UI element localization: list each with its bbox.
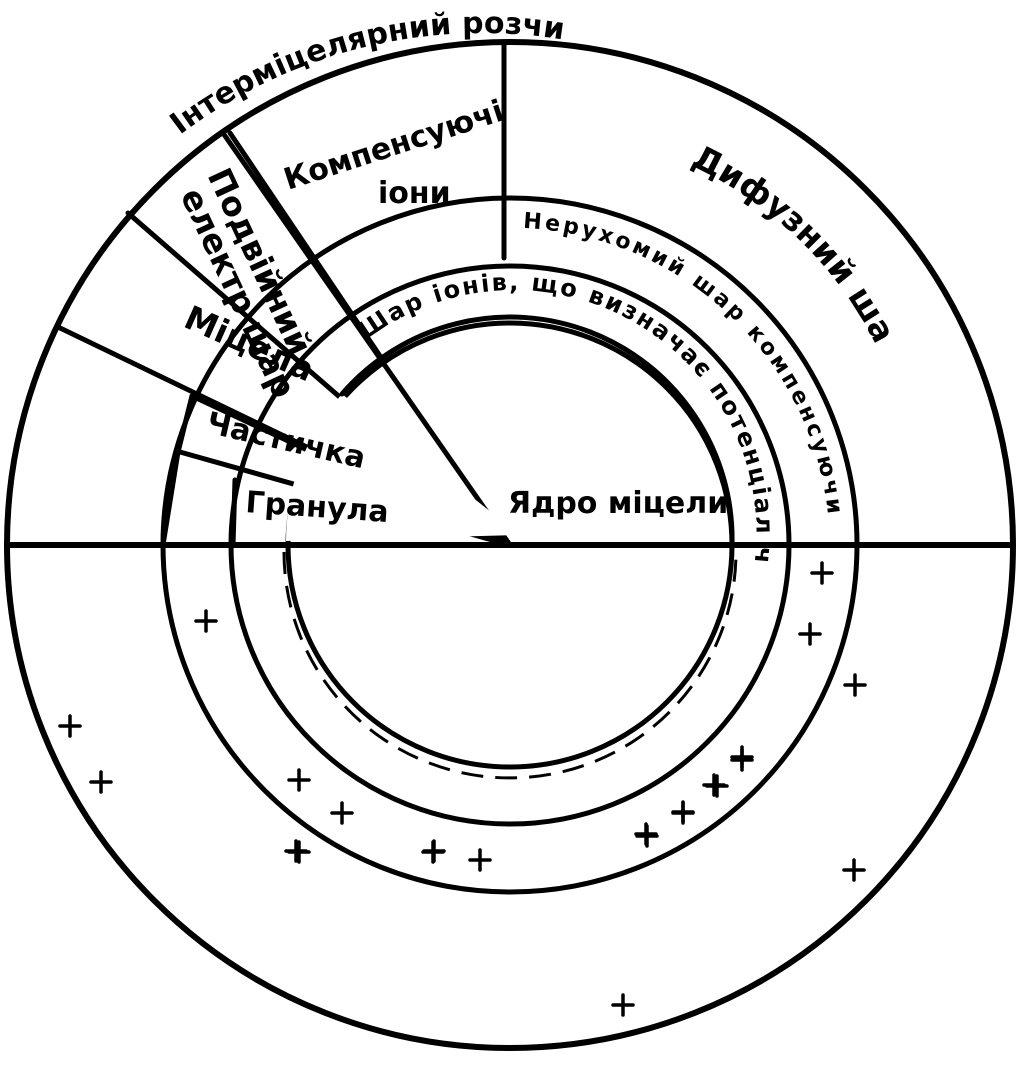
core-arc — [339, 314, 735, 548]
plus-icon — [468, 848, 492, 872]
plus-icon — [798, 622, 822, 646]
plus-icon — [194, 609, 218, 633]
plus-icon — [58, 714, 82, 738]
plus-icon — [287, 768, 311, 792]
plus-icon — [842, 858, 866, 882]
plus-icon — [730, 748, 754, 772]
plus-icon — [89, 770, 113, 794]
plus-icon — [422, 839, 446, 863]
plus-icon — [635, 824, 659, 848]
positive-ions — [58, 561, 867, 1017]
plus-icon — [810, 561, 834, 585]
dashed-boundary — [282, 551, 738, 780]
label-immobile: Нерухомий шар компенсуючих іонів — [0, 0, 847, 518]
plus-icon — [671, 801, 695, 825]
granule-edge — [230, 477, 238, 548]
label-core: Ядро міцели — [508, 486, 728, 521]
micelle-edge — [175, 393, 195, 455]
double-layer-edge — [227, 130, 383, 359]
particle-edge — [160, 449, 181, 548]
label-compensating-2: іони — [378, 176, 451, 211]
plus-icon — [843, 673, 867, 697]
plus-icon — [287, 840, 311, 864]
plus-icon — [705, 774, 729, 798]
plus-icon — [611, 993, 635, 1017]
plus-icon — [330, 801, 354, 825]
